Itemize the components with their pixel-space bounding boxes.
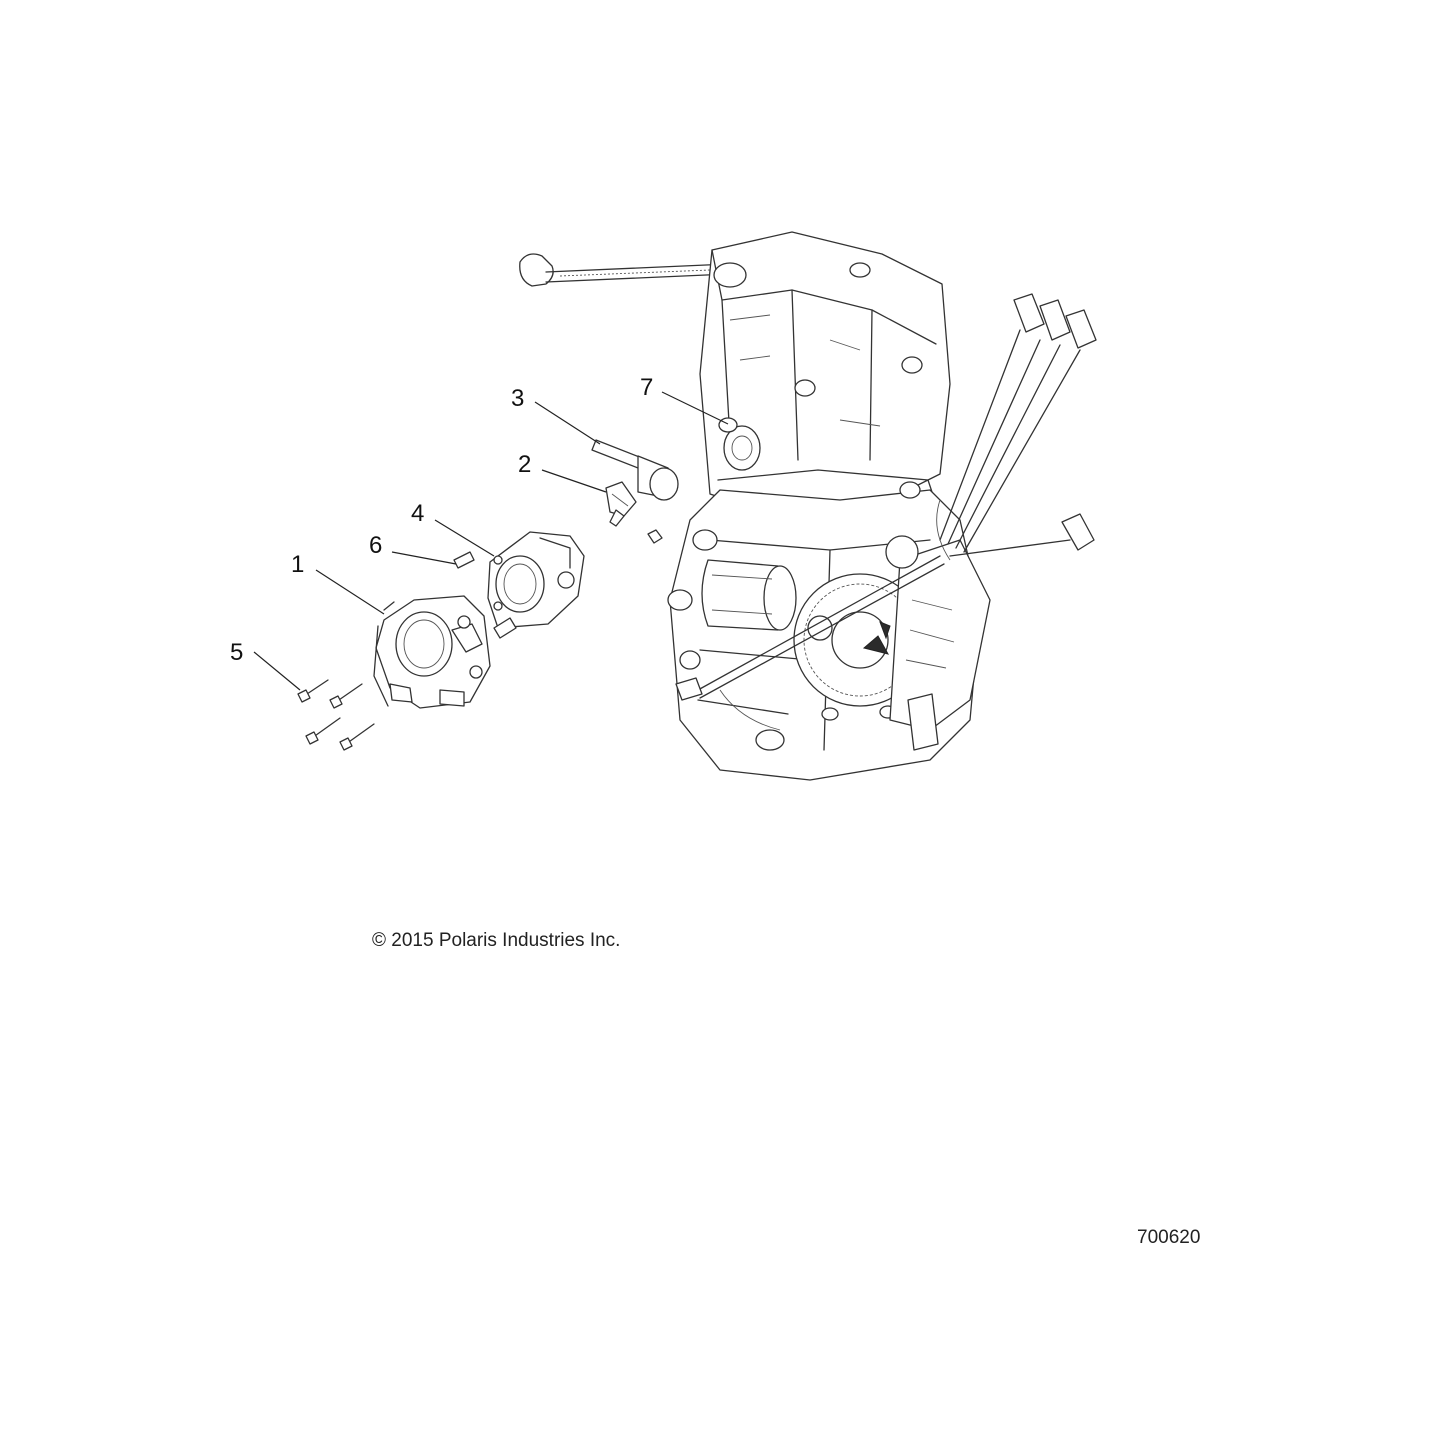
figure-number: 700620 bbox=[1137, 1227, 1201, 1248]
starter-motor bbox=[701, 559, 797, 631]
callout-7: 7 bbox=[640, 374, 729, 425]
callout-1: 1 bbox=[291, 551, 385, 615]
copyright-notice: © 2015 Polaris Industries Inc. bbox=[372, 930, 621, 951]
callout-2: 2 bbox=[518, 451, 607, 493]
cylinder-head bbox=[699, 231, 951, 515]
callout-5: 5 bbox=[230, 639, 301, 691]
part-2-fuel-injector bbox=[605, 481, 637, 527]
svg-text:6: 6 bbox=[369, 532, 382, 559]
callout-6: 6 bbox=[369, 532, 457, 565]
svg-text:1: 1 bbox=[291, 551, 304, 578]
callout-3: 3 bbox=[511, 385, 601, 445]
engine-assembly bbox=[519, 231, 1097, 781]
part-6-bolts bbox=[453, 551, 517, 639]
wiring-harness bbox=[936, 293, 1097, 561]
small-fastener bbox=[647, 529, 663, 544]
part-3-fuel-rail bbox=[591, 439, 679, 501]
svg-text:3: 3 bbox=[511, 385, 524, 412]
drive-belt bbox=[697, 555, 941, 691]
part-4-intake-adapter bbox=[487, 531, 585, 629]
svg-text:5: 5 bbox=[230, 639, 243, 666]
part-5-long-bolts bbox=[297, 679, 375, 751]
flywheel-cover bbox=[793, 535, 991, 751]
part-1-throttle-body bbox=[373, 595, 491, 709]
svg-text:7: 7 bbox=[640, 374, 653, 401]
svg-text:4: 4 bbox=[411, 500, 424, 527]
svg-text:2: 2 bbox=[518, 451, 531, 478]
callout-4: 4 bbox=[411, 500, 495, 557]
